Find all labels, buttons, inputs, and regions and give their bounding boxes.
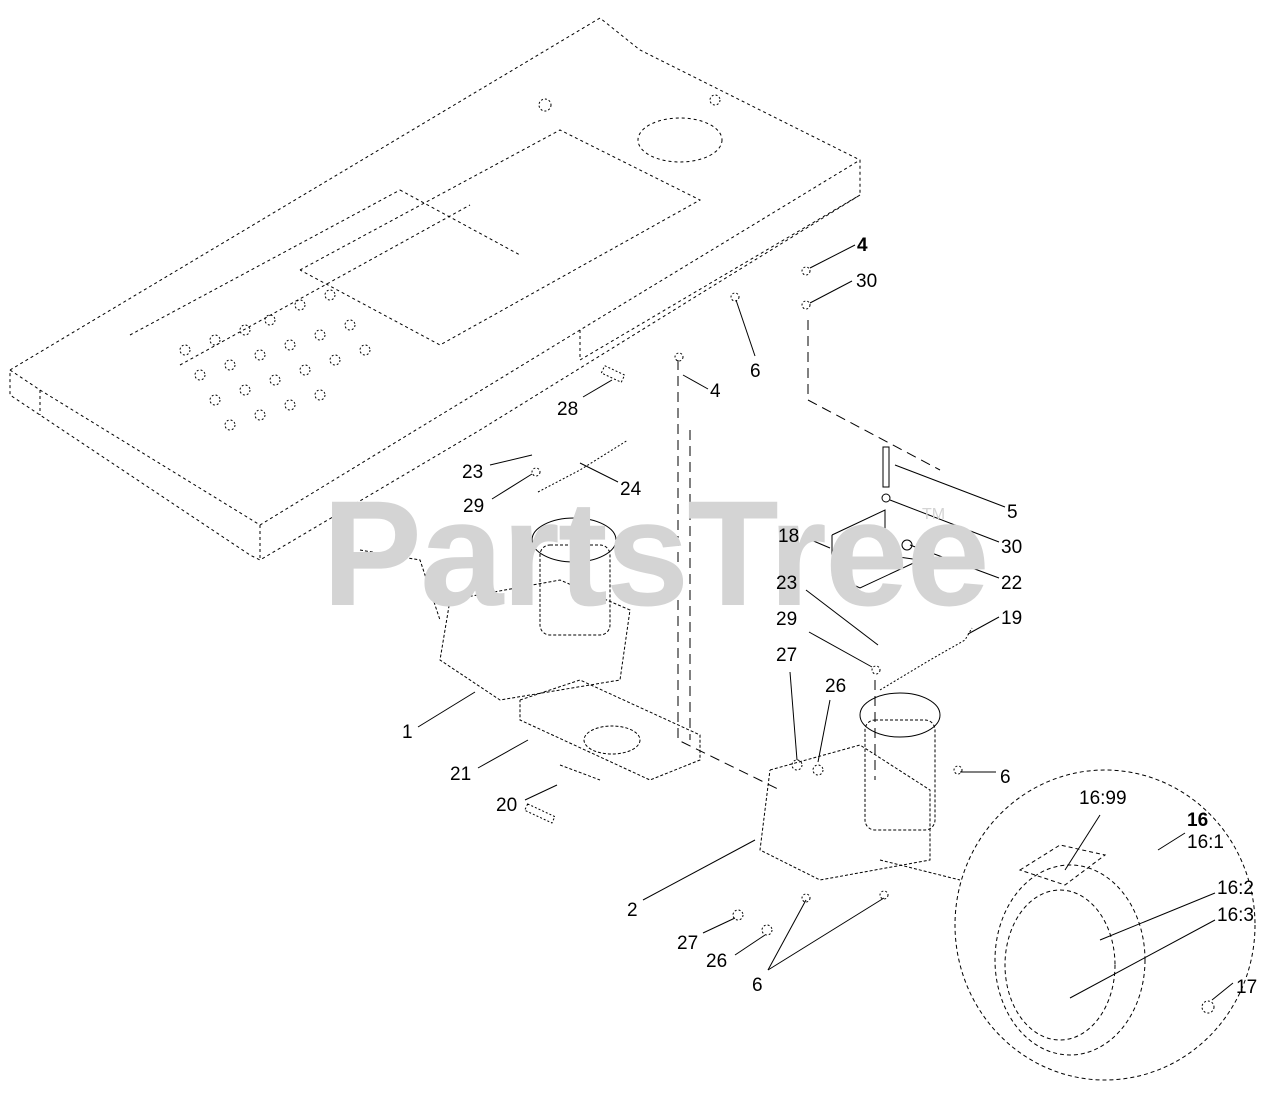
callout-c17: 17 [1236,977,1258,998]
callout-c4a: 4 [857,235,868,256]
bracket-18 [831,509,922,589]
callout-c30a: 30 [856,271,878,292]
callout-c27a: 27 [776,645,798,666]
callout-c29b: 29 [776,609,798,630]
callout-c22: 22 [1001,573,1023,594]
callout-c19: 19 [1001,608,1023,629]
rod-19 [879,627,973,691]
callout-c16: 16 [1187,810,1209,831]
callout-c6c: 6 [752,975,763,996]
callout-c18: 18 [778,526,800,547]
callout-c6a: 6 [750,361,761,382]
bolt-5 [881,446,891,503]
callout-c16-3: 16:3 [1217,905,1254,926]
leader-lines [417,244,1234,1001]
plate-21 [519,679,701,781]
callout-c1: 1 [402,722,413,743]
callout-c21: 21 [450,764,472,785]
callout-c29a: 29 [463,496,485,517]
callout-c4b: 4 [710,381,721,402]
chassis-holes [179,94,721,431]
callout-c16-1: 16:1 [1187,832,1224,853]
hardware [524,266,1215,1014]
watermark-trademark: TM [922,506,946,523]
wheel-16 [954,769,1256,1081]
callout-c2: 2 [627,900,638,921]
callout-c23b: 23 [776,573,798,594]
transmission-left [359,517,631,701]
callout-c6b: 6 [1000,767,1011,788]
transmission-right [759,692,961,881]
callout-c26a: 26 [825,676,847,697]
callout-c28: 28 [557,399,579,420]
chassis-frame [9,17,861,561]
callout-c27b: 27 [677,933,699,954]
callout-c5: 5 [1007,502,1018,523]
callout-c16-2: 16:2 [1217,878,1254,899]
callout-c26b: 26 [706,951,728,972]
callout-c30b: 30 [1001,537,1023,558]
callout-c20: 20 [496,795,518,816]
callout-c24: 24 [620,479,642,500]
assembly-lines [677,320,941,791]
watermark: PartsTree [322,469,990,637]
callout-c23a: 23 [462,462,484,483]
callout-c16-99: 16:99 [1079,788,1127,809]
